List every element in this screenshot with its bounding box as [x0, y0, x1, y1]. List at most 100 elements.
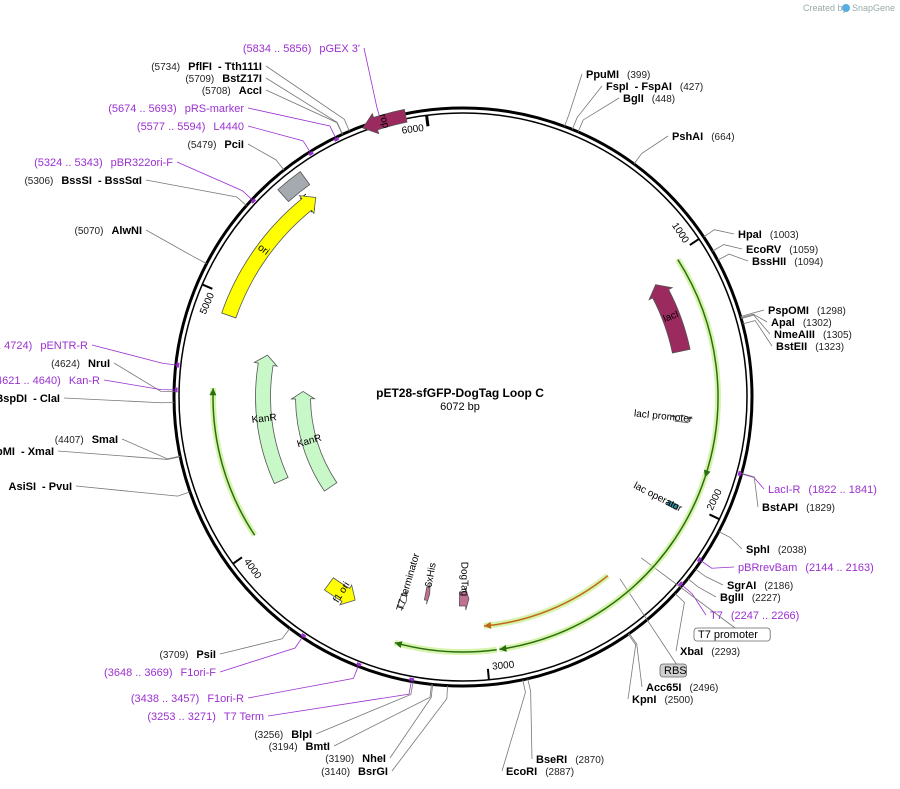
site-name: BssSI [61, 175, 92, 187]
feature-kanr[interactable] [290, 390, 338, 492]
site-label-ppumi[interactable]: PpuMI(399) [586, 69, 650, 81]
site-label-bsssi[interactable]: (5306)BssSI- BssSαI [24, 175, 142, 187]
site-label-smai[interactable]: (4407)SmaI [55, 434, 118, 446]
site-label-pgex-3[interactable]: (5834 .. 5856)pGEX 3' [243, 43, 360, 55]
site-label-acci[interactable]: (5708)AccI [202, 85, 262, 97]
site-label-pentr-r[interactable]: (4705 .. 4724)pENTR-R [0, 340, 88, 352]
site-label-ecori[interactable]: EcoRI(2887) [506, 766, 574, 778]
feature-laci-promoter[interactable] [671, 414, 693, 424]
site-label-f1ori-r[interactable]: (3438 .. 3457)F1ori-R [131, 693, 244, 705]
boxed-label-rbs[interactable]: RBS [664, 665, 687, 677]
backbone-inner-ring [178, 112, 748, 682]
feature-kanr[interactable] [253, 354, 289, 485]
feature-dogtag[interactable] [458, 587, 470, 611]
site-label-f1ori-f[interactable]: (3648 .. 3669)F1ori-F [104, 667, 216, 679]
site-label-bstapi[interactable]: BstAPI(1829) [762, 502, 835, 514]
site-label-bseri[interactable]: BseRI(2870) [536, 754, 604, 766]
site-label-bsteii[interactable]: BstEII(1323) [776, 341, 844, 353]
site-label-pcii[interactable]: (5479)PciI [188, 139, 244, 151]
leader-line [681, 584, 707, 616]
feature-f1-ori[interactable] [323, 577, 356, 606]
site-label-bgli[interactable]: BglI(448) [623, 93, 675, 105]
site-label-t7[interactable]: T7(2247 .. 2266) [710, 610, 799, 622]
leader-line [247, 143, 285, 171]
site-label-l4440[interactable]: (5577 .. 5594)L4440 [137, 121, 244, 133]
primer-binding-arc[interactable] [212, 388, 256, 536]
credit-text: Created by SnapGene [803, 3, 895, 13]
site-label-hpai[interactable]: HpaI(1003) [738, 229, 799, 241]
site-label-pbr322ori-f[interactable]: (5324 .. 5343)pBR322ori-F [34, 157, 173, 169]
site-name: BglII [720, 592, 744, 604]
leader-line [627, 633, 637, 700]
primer-binding-arc[interactable] [394, 641, 497, 653]
leader-line [103, 379, 175, 391]
leader-line [247, 107, 336, 138]
site-name: SgrAI [727, 580, 756, 592]
leader-line [389, 684, 434, 759]
feature-6xhis[interactable] [423, 583, 431, 605]
primer-arrows [209, 257, 721, 655]
site-label-laci-r[interactable]: LacI-R(1822 .. 1841) [768, 484, 877, 496]
site-label-pspomi[interactable]: PspOMI(1298) [768, 305, 846, 317]
site-label-xbai[interactable]: XbaI(2293) [680, 646, 740, 658]
site-label-acc65i[interactable]: Acc65I(2496) [646, 682, 718, 694]
site-label-pbrrevbam[interactable]: pBRrevBam(2144 .. 2163) [738, 562, 874, 574]
site-label-kpni[interactable]: KpnI(2500) [632, 694, 693, 706]
site-label-bmti[interactable]: (3194)BmtI [269, 741, 330, 753]
leader-line [247, 666, 359, 699]
site-label-pshai[interactable]: PshAI(664) [672, 131, 735, 143]
site-label-bsrgi[interactable]: (3140)BsrGI [321, 766, 388, 778]
primer-binding-arc[interactable] [483, 575, 609, 627]
site-pos: (2144 .. 2163) [805, 562, 874, 574]
site-label-asisi[interactable]: (4283)AsiSI- PvuI [0, 481, 72, 493]
leader-line [63, 397, 175, 404]
site-name: BssHII [752, 256, 786, 268]
feature-label: DogTag [458, 562, 469, 597]
site-label-ecorv[interactable]: EcoRV(1059) [746, 244, 818, 256]
ring-tick-mark [709, 513, 720, 521]
primer-binding-arc[interactable] [499, 477, 706, 651]
site-label-blpi[interactable]: (3256)BlpI [254, 729, 312, 741]
site-label-t7-term[interactable]: (3253 .. 3271)T7 Term [147, 711, 264, 723]
site-name: NruI [88, 358, 110, 370]
primer-site-mark [356, 662, 362, 667]
site-label-bstz17i[interactable]: (5709)BstZ17I [185, 73, 262, 85]
feature-lac-operator[interactable] [666, 499, 680, 511]
site-label-nhei[interactable]: (3190)NheI [325, 753, 386, 765]
primer-binding-arc[interactable] [677, 259, 719, 478]
site-label-nmeaiii[interactable]: NmeAIII(1305) [774, 329, 852, 341]
feature-laci[interactable] [648, 284, 691, 354]
site-label-apai[interactable]: ApaI(1302) [771, 317, 832, 329]
site-label-bspdi[interactable]: (4588)BspDI- ClaI [0, 393, 60, 405]
boxed-label-frame [693, 627, 771, 642]
site-pos: (4283) [0, 482, 1, 493]
boxed-label-t7-promoter[interactable]: T7 promoter [698, 629, 758, 641]
site-name: pRS-marker [185, 103, 245, 115]
feature-ori[interactable] [221, 195, 317, 319]
site-pos: (399) [627, 70, 650, 81]
leader-line [91, 344, 176, 366]
ring-tick-label: 5000 [198, 291, 217, 316]
site-label-bsshii[interactable]: BssHII(1094) [752, 256, 823, 268]
site-pos: (1298) [817, 306, 846, 317]
site-label-psii[interactable]: (3709)PsiI [160, 649, 216, 661]
primer-arrowhead [394, 641, 403, 648]
site-label-tspmi[interactable]: (4405)TspMI- XmaI [0, 446, 54, 458]
site-pos: (5834 .. 5856) [243, 43, 312, 55]
feature-label: lacI promoter [633, 408, 693, 425]
feature-rop[interactable] [362, 108, 408, 135]
site-label-sphi[interactable]: SphI(2038) [746, 544, 807, 556]
feature-bom[interactable] [277, 171, 311, 203]
primer-arrowhead [499, 644, 507, 652]
feature-t7-terminator[interactable] [397, 590, 408, 611]
site-label-sgrai[interactable]: SgrAI(2186) [727, 580, 793, 592]
site-label-nrui[interactable]: (4624)NruI [51, 358, 110, 370]
site-label-pflfi[interactable]: (5734)PflFI- Tth111I [151, 61, 262, 73]
site-label-prs-marker[interactable]: (5674 .. 5693)pRS-marker [108, 103, 244, 115]
site-pos: (2247 .. 2266) [731, 610, 800, 622]
site-label-fspi[interactable]: FspI- FspAI(427) [606, 81, 703, 93]
site-label-kan-r[interactable]: (4621 .. 4640)Kan-R [0, 375, 100, 387]
site-label-alwni[interactable]: (5070)AlwNI [75, 225, 142, 237]
site-label-bglii[interactable]: BglII(2227) [720, 592, 781, 604]
site-pos: (2500) [664, 695, 693, 706]
